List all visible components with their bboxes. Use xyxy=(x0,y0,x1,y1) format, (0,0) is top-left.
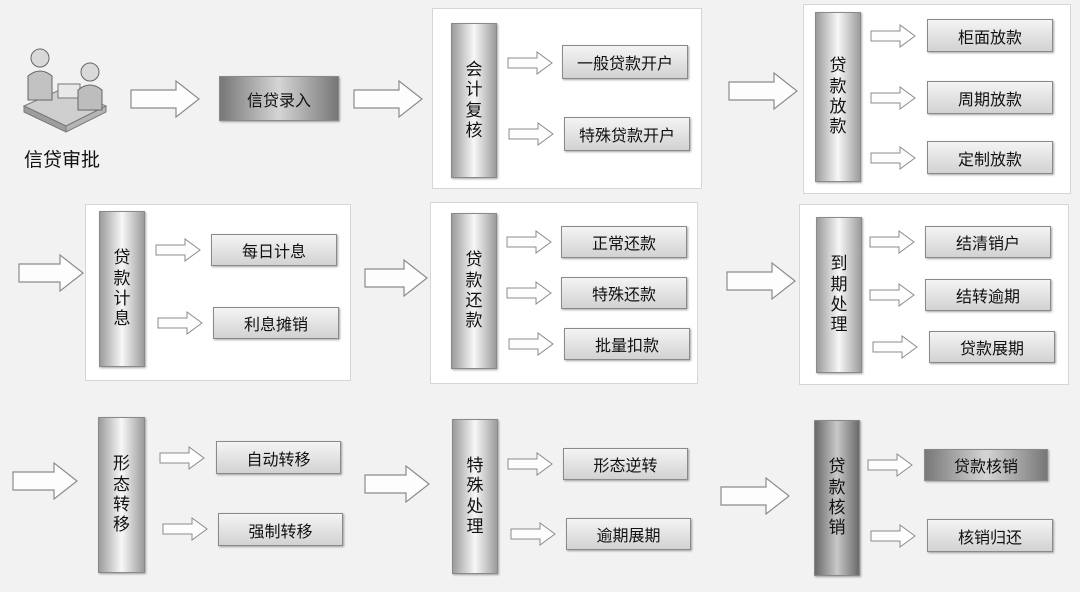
arrow-transfer-to-special xyxy=(364,465,430,503)
repayment-title: 贷款还款 xyxy=(451,213,497,369)
item-status-reversal: 形态逆转 xyxy=(563,448,688,480)
arrow-small xyxy=(870,24,916,48)
writeoff-title: 贷款核销 xyxy=(814,420,860,576)
special-title: 特殊处理 xyxy=(452,419,498,574)
arrow-small xyxy=(508,122,554,146)
arrow-into-status-transfer xyxy=(12,462,78,500)
item-periodic-disbursement: 周期放款 xyxy=(927,81,1053,114)
arrow-small xyxy=(870,86,916,110)
item-general-loan-account: 一般贷款开户 xyxy=(562,45,688,79)
arrow-review-to-disbursement xyxy=(728,72,798,110)
arrow-into-interest xyxy=(18,254,84,292)
item-normal-repayment: 正常还款 xyxy=(561,226,687,258)
arrow-small xyxy=(507,51,553,75)
item-loan-extension: 贷款展期 xyxy=(929,331,1055,363)
arrow-small xyxy=(510,522,556,546)
item-overdue-extension: 逾期展期 xyxy=(566,518,691,550)
item-interest-amortization: 利息摊销 xyxy=(213,307,339,339)
approval-caption: 信贷审批 xyxy=(24,149,101,171)
arrow-small xyxy=(508,332,554,356)
accounting-review-title: 会计复核 xyxy=(451,23,497,178)
status-transfer-title: 形态转移 xyxy=(98,417,145,573)
item-settle-close: 结清销户 xyxy=(925,226,1051,258)
arrow-small xyxy=(869,283,915,307)
arrow-entry-to-review xyxy=(353,80,423,118)
item-loan-writeoff: 贷款核销 xyxy=(924,449,1048,481)
item-writeoff-return: 核销归还 xyxy=(927,519,1053,552)
item-custom-disbursement: 定制放款 xyxy=(927,141,1053,174)
arrow-small xyxy=(162,517,208,541)
disbursement-title: 贷款放款 xyxy=(815,12,861,182)
arrow-small xyxy=(872,335,918,359)
arrow-small xyxy=(506,281,552,305)
arrow-interest-to-repayment xyxy=(364,259,428,297)
item-batch-deduction: 批量扣款 xyxy=(564,328,690,360)
entry-box: 信贷录入 xyxy=(219,76,339,121)
maturity-title: 到期处理 xyxy=(816,217,862,373)
item-transfer-overdue: 结转逾期 xyxy=(925,279,1051,311)
arrow-small xyxy=(869,230,915,254)
arrow-small xyxy=(155,238,201,262)
item-special-loan-account: 特殊贷款开户 xyxy=(564,117,690,151)
arrow-special-to-writeoff xyxy=(720,477,790,515)
arrow-small xyxy=(867,453,913,477)
people-meeting-icon xyxy=(18,44,110,134)
arrow-small xyxy=(507,452,553,476)
arrow-small xyxy=(506,230,552,254)
item-forced-transfer: 强制转移 xyxy=(218,513,343,546)
arrow-small xyxy=(870,146,916,170)
item-auto-transfer: 自动转移 xyxy=(216,441,341,474)
arrow-small xyxy=(159,446,205,470)
arrow-repayment-to-maturity xyxy=(726,262,796,300)
item-counter-disbursement: 柜面放款 xyxy=(927,19,1053,52)
interest-title: 贷款计息 xyxy=(99,211,145,367)
item-special-repayment: 特殊还款 xyxy=(561,277,687,309)
arrow-small xyxy=(157,311,203,335)
arrow-small xyxy=(870,524,916,548)
arrow-approval-to-entry xyxy=(130,80,200,118)
item-daily-interest: 每日计息 xyxy=(211,234,337,266)
